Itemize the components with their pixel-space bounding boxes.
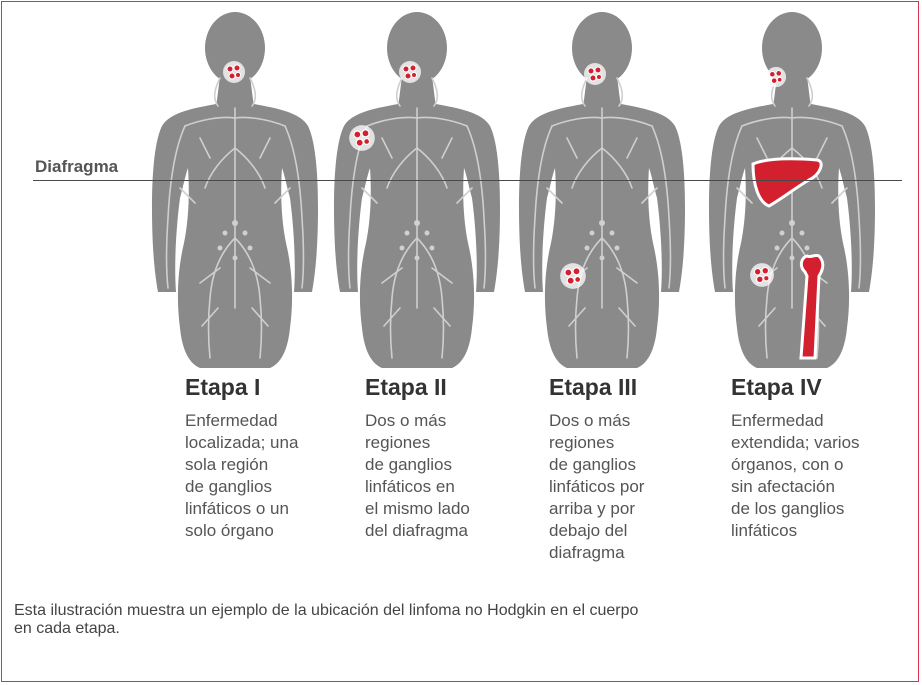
stage-4-description: Enfermedad extendida; varios órganos, co… xyxy=(731,410,891,542)
description-line: órganos, con o xyxy=(731,455,844,474)
stage-1-description: Enfermedad localizada; una sola región d… xyxy=(185,410,345,542)
diaphragm-line xyxy=(33,180,902,181)
liver-icon xyxy=(751,157,823,208)
armpit-lymph-nodes-icon xyxy=(348,124,376,152)
description-line: Enfermedad xyxy=(185,411,278,430)
stage-4-body-illustration xyxy=(697,8,887,368)
stage-4-title: Etapa IV xyxy=(731,374,822,400)
description-line: Dos o más xyxy=(549,411,631,430)
description-line: del diafragma xyxy=(365,521,469,540)
stage-3-title: Etapa III xyxy=(549,374,638,400)
description-line: extendida; varios xyxy=(731,433,860,452)
caption-line: Esta ilustración muestra un ejemplo de l… xyxy=(14,602,639,619)
description-line: de ganglios xyxy=(549,455,636,474)
description-line: regiones xyxy=(549,433,615,452)
stage-1-title: Etapa I xyxy=(185,374,261,400)
neck-lymph-nodes-icon xyxy=(222,60,246,84)
neck-lymph-nodes-icon xyxy=(765,66,787,88)
stage-2-body-illustration xyxy=(322,8,512,368)
neck-lymph-nodes-icon xyxy=(583,62,607,86)
description-line: de ganglios xyxy=(365,455,452,474)
description-line: solo órgano xyxy=(185,521,274,540)
figure-caption: Esta ilustración muestra un ejemplo de l… xyxy=(14,602,814,638)
neck-lymph-nodes-icon xyxy=(398,60,422,84)
description-line: el mismo lado xyxy=(365,499,470,518)
description-line: localizada; una xyxy=(185,433,299,452)
description-line: sin afectación xyxy=(731,477,835,496)
description-line: regiones xyxy=(365,433,431,452)
description-line: linfáticos por xyxy=(549,477,645,496)
description-line: linfáticos en xyxy=(365,477,455,496)
description-line: debajo del xyxy=(549,521,628,540)
description-line: de ganglios xyxy=(185,477,272,496)
bone-icon xyxy=(799,253,825,360)
description-line: arriba y por xyxy=(549,499,635,518)
description-line: Enfermedad xyxy=(731,411,824,430)
diaphragm-label: Diafragma xyxy=(35,157,119,176)
stage-2-title: Etapa II xyxy=(365,374,447,400)
description-line: linfáticos xyxy=(731,521,798,540)
groin-lymph-nodes-icon xyxy=(559,262,587,290)
groin-lymph-nodes-icon xyxy=(749,262,775,288)
stage-2-description: Dos o más regiones de ganglios linfático… xyxy=(365,410,525,542)
stage-3-description: Dos o más regiones de ganglios linfático… xyxy=(549,410,709,564)
description-line: sola región xyxy=(185,455,269,474)
caption-line: en cada etapa. xyxy=(14,620,120,637)
description-line: linfáticos o un xyxy=(185,499,289,518)
description-line: de los ganglios xyxy=(731,499,845,518)
description-line: Dos o más xyxy=(365,411,447,430)
description-line: diafragma xyxy=(549,543,625,562)
stage-3-body-illustration xyxy=(507,8,697,368)
stage-1-body-illustration xyxy=(140,8,330,368)
